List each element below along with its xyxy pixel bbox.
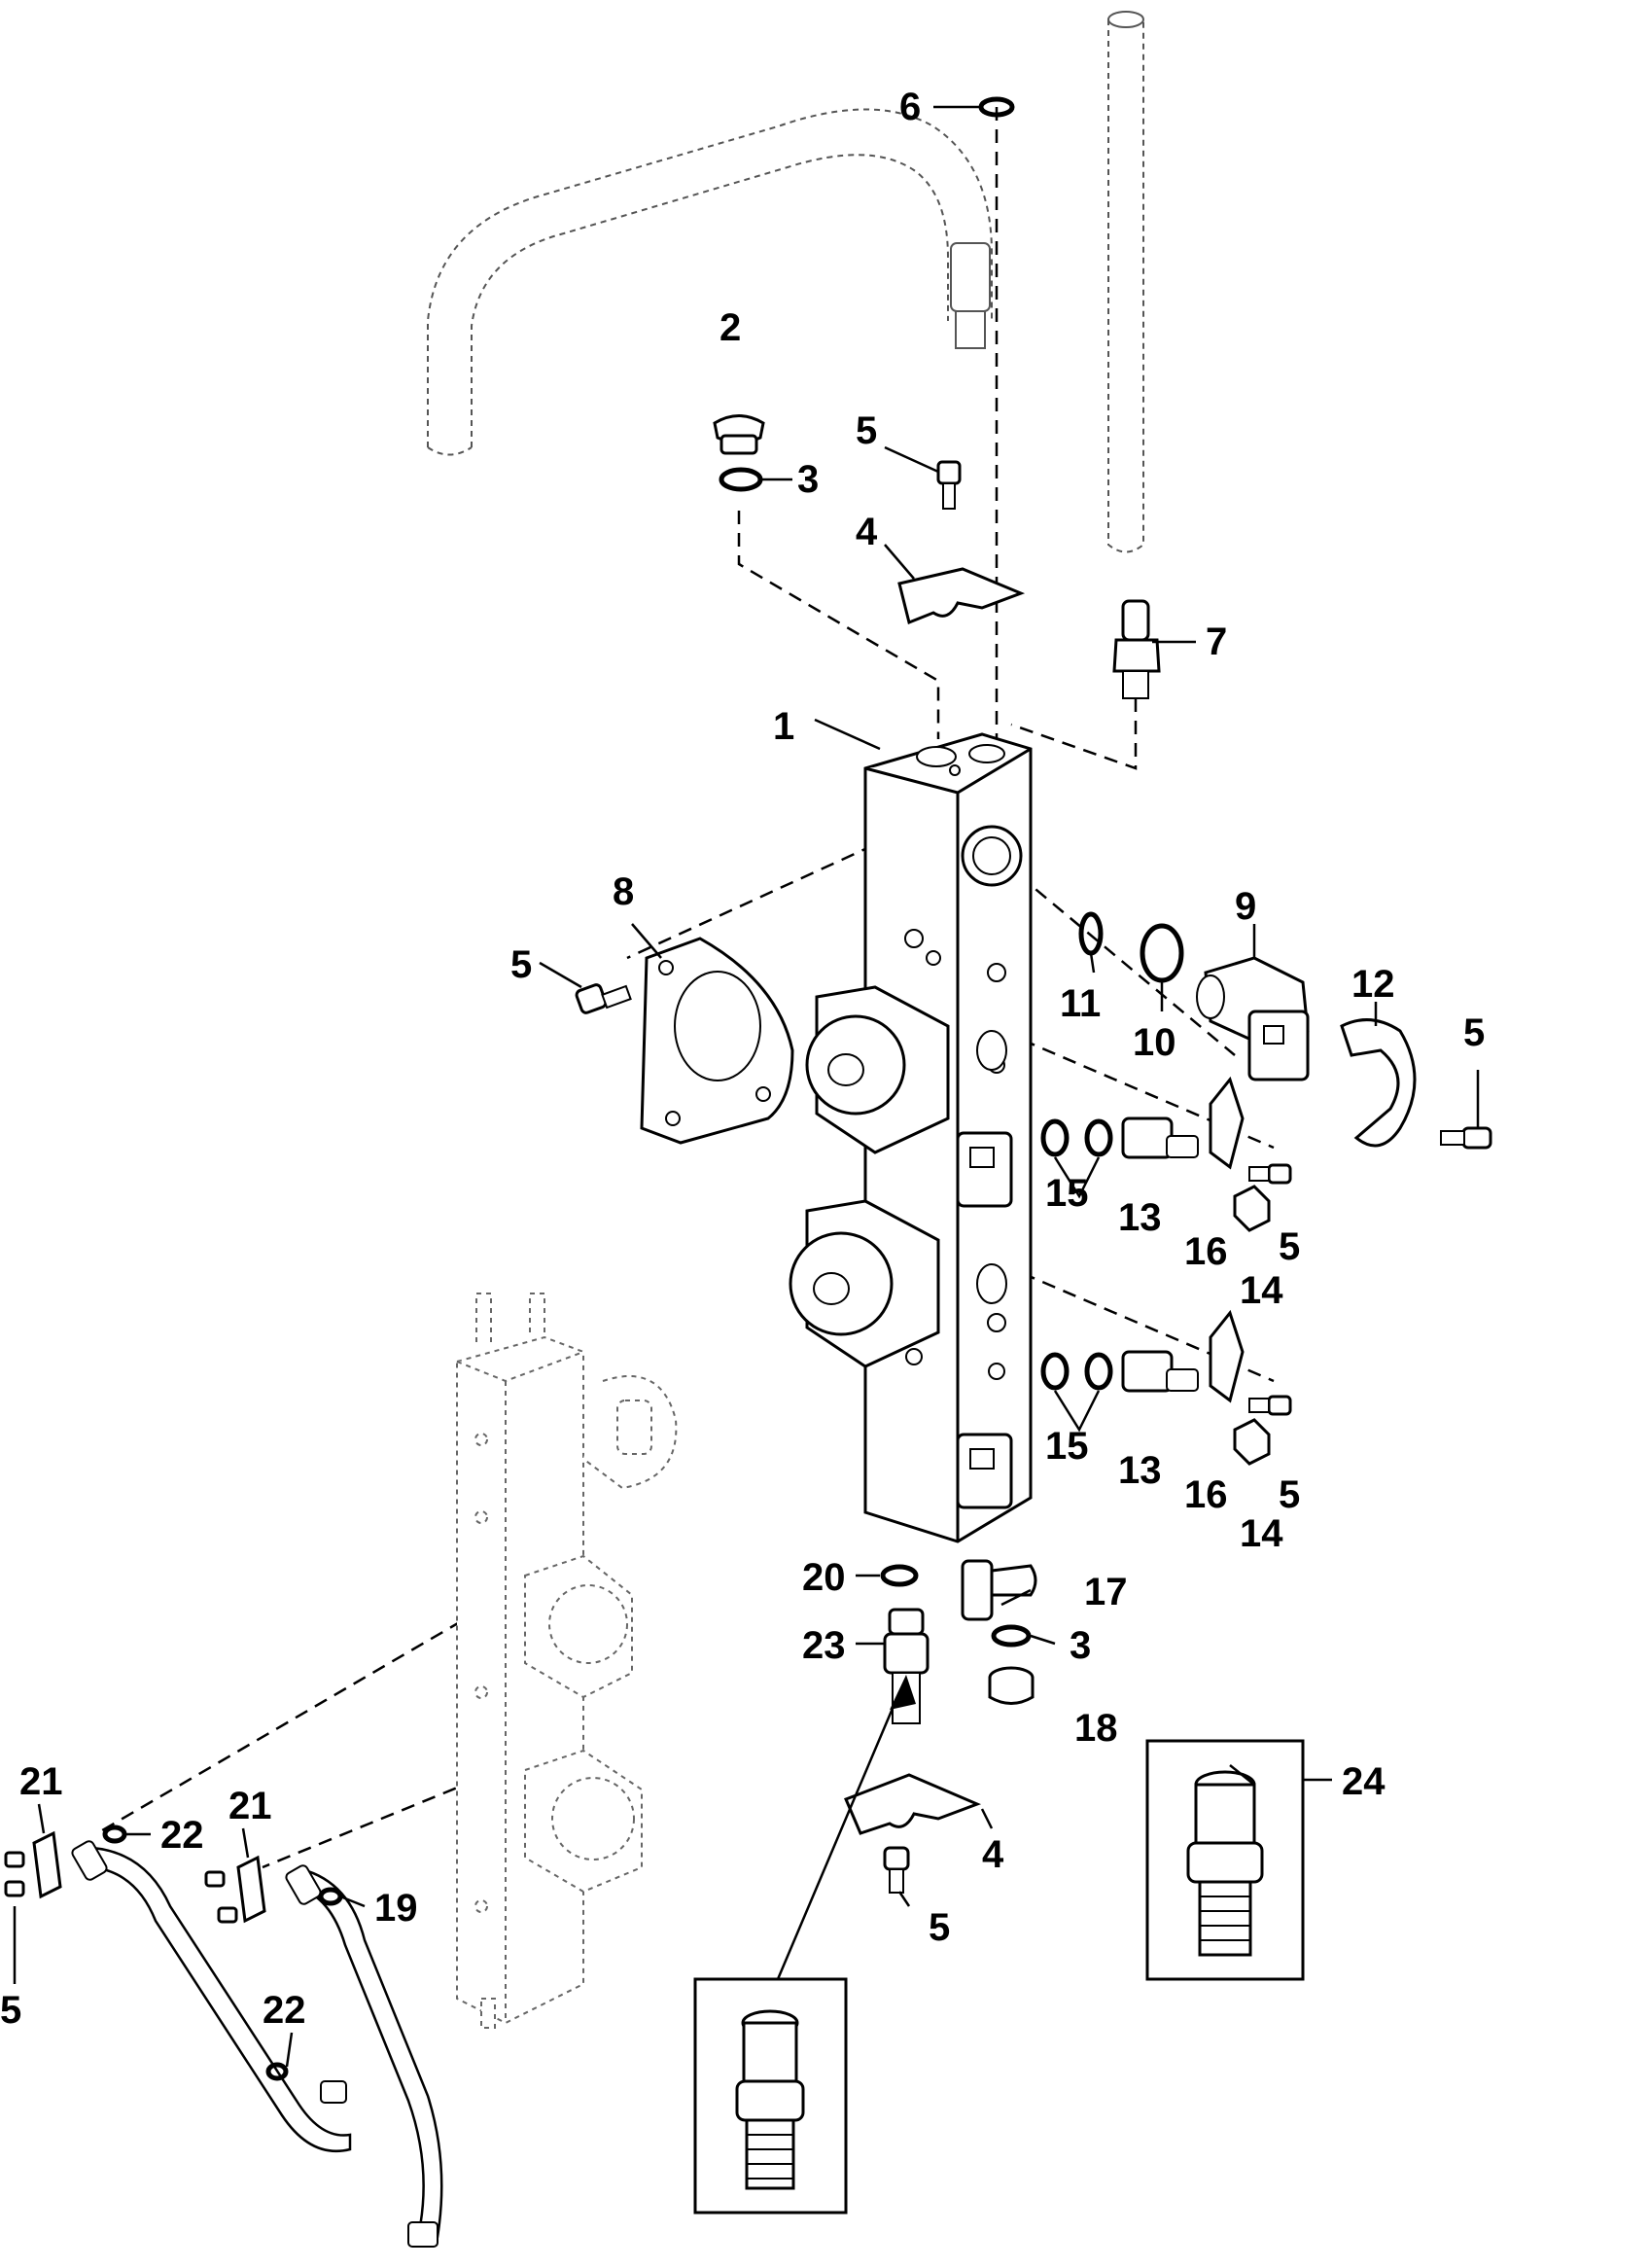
screw-part-5-bottom [883,1846,910,1894]
retainer-plate-part-4-bottom [844,1773,982,1835]
o-ring-part-15-lower-b [1084,1352,1113,1391]
injector-part-9 [1196,956,1310,1081]
callout-16-lower: 16 [1184,1473,1228,1516]
callout-5-left: 5 [510,943,532,986]
callout-22-bottom: 22 [263,1989,306,2032]
o-ring-part-22-left [102,1825,127,1844]
callout-5-right: 5 [1463,1011,1485,1054]
clip-part-16-lower [1209,1309,1245,1403]
plug-part-2 [713,414,765,455]
callout-14-lower: 14 [1240,1512,1283,1555]
callout-8: 8 [613,870,634,913]
clip-part-21-left [32,1830,62,1899]
callout-4-top: 4 [856,511,878,553]
ring-part-10 [1140,923,1184,983]
callout-24: 24 [1342,1760,1386,1803]
detail-box-right [1145,1739,1305,1981]
screws-part-5-clip [204,1870,238,1924]
fitting-part-7 [1112,599,1161,699]
callout-10: 10 [1133,1021,1176,1064]
vertical-hose-ghost [1107,11,1144,553]
callout-21-left: 21 [19,1760,63,1803]
o-ring-part-22-bottom [265,2062,289,2081]
plug-part-18 [988,1666,1035,1705]
o-ring-part-15-lower-a [1040,1352,1070,1391]
callout-labels: 1 2 3 6 5 4 7 8 5 9 11 10 12 5 15 13 16 … [0,86,1485,2032]
callout-5-bottom: 5 [929,1906,950,1949]
screw-part-5-top [936,460,962,510]
sensor-part-13-lower [1121,1350,1199,1393]
nut-part-14-lower [1233,1418,1271,1466]
callout-22-left: 22 [160,1814,204,1857]
retainer-plate-part-4-top [897,567,1026,625]
callout-2: 2 [719,306,741,349]
lower-hoses [71,1840,443,2248]
callout-5-upper-group: 5 [1279,1225,1300,1268]
callout-7: 7 [1206,620,1227,663]
callout-15-lower: 15 [1045,1425,1089,1468]
callout-4-bottom: 4 [982,1833,1004,1876]
clip-part-21-right [236,1855,266,1924]
callout-17: 17 [1084,1571,1128,1613]
o-ring-part-3-bottom [991,1624,1032,1648]
gasket-part-8 [640,937,794,1145]
screw-part-5-upper-group [1248,1163,1292,1185]
callout-18: 18 [1074,1707,1118,1750]
screw-part-5-lower-group [1248,1395,1292,1416]
o-ring-part-3-top [719,467,763,492]
callout-6: 6 [899,86,921,128]
callout-13-upper: 13 [1118,1196,1162,1239]
arrowhead-23 [890,1675,916,1710]
screw-part-5-right [1440,1126,1492,1150]
screw-part-5-left [575,983,632,1014]
callout-5-top: 5 [856,409,877,452]
screws-part-5-far-left [4,1851,25,1897]
callout-12: 12 [1351,963,1395,1006]
sensor-part-13-upper [1121,1116,1199,1159]
ring-part-11 [1078,911,1104,956]
callout-15-upper: 15 [1045,1172,1089,1215]
clip-part-16-upper [1209,1076,1245,1170]
callout-5-far-left: 5 [0,1989,21,2032]
callout-11: 11 [1060,982,1101,1025]
callout-16-upper: 16 [1184,1230,1228,1273]
upper-hose-ghost [427,108,993,456]
callout-5-lower-group: 5 [1279,1473,1300,1516]
o-ring-part-6 [978,96,1015,118]
manifold-ghost-view [456,1293,678,2029]
elbow-fitting-part-17 [961,1559,1037,1621]
detail-box-left [693,1977,848,2215]
o-ring-part-15-upper-b [1084,1118,1113,1157]
callout-9: 9 [1235,885,1256,928]
o-ring-part-20 [880,1564,919,1587]
fitting-part-23 [883,1608,930,1724]
callout-19: 19 [374,1887,418,1930]
callout-13-lower: 13 [1118,1449,1162,1492]
callout-3-top: 3 [797,458,819,501]
leader-23-to-detail [776,1691,901,1980]
nut-part-14-upper [1233,1185,1271,1232]
callout-21-right: 21 [228,1785,272,1827]
callout-leaders [13,105,1480,2068]
callout-14-upper: 14 [1240,1269,1283,1312]
manifold-block-part-1 [789,732,1033,1543]
callout-20: 20 [802,1556,846,1599]
callout-1: 1 [773,705,794,748]
bracket-part-12 [1340,1018,1417,1148]
callout-23: 23 [802,1624,846,1667]
o-ring-part-15-upper-a [1040,1118,1070,1157]
callout-3-bottom: 3 [1070,1624,1091,1667]
